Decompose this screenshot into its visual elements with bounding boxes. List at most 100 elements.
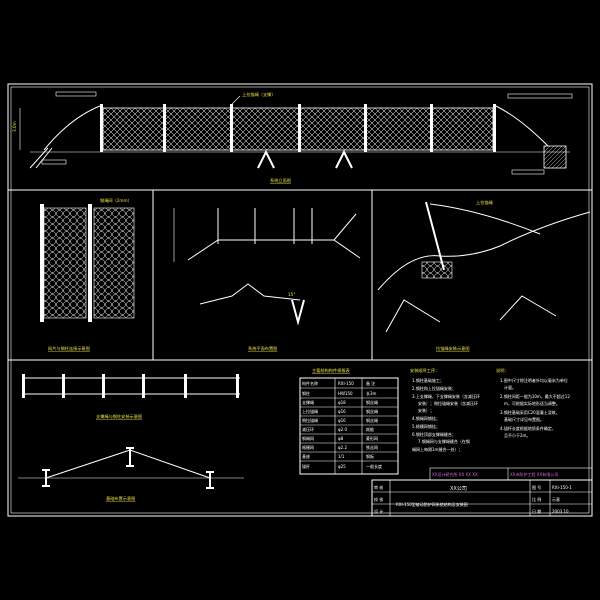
component-table-title: 主要结构构件规格表 [312,367,351,374]
title-block-right-value: RXI-150-1 [552,485,572,490]
component-table-cell: 支撑绳 [302,399,314,405]
elevation-top-label: 上拉锚绳（支撑） [242,91,276,98]
title-block-right-label: 日 期 [532,508,541,514]
title-block-row-label: 审 核 [374,484,383,490]
elevation-title: 系统立面图 [270,177,291,184]
component-table-cell: 基座 [302,453,310,459]
notes-line: 4.锚杆长度根据地质条件确定， [500,425,556,431]
component-table-cell: 格栅网 [302,444,314,450]
drawing-frame-outer [7,83,593,517]
elevation-posts [100,104,496,152]
elevation-rock-block [543,145,567,169]
title-block-right-info: XX市防护工程 XX有限公司 [510,471,558,477]
mesh-detail-rings-right [93,207,135,319]
company-name: XX公司 [450,486,467,492]
ground-post-mid [126,447,134,467]
installation-step: 1.钢柱基础施工； [412,377,444,383]
title-block-left-info: XX设计研究所 XX XX XX [432,471,478,477]
plan-anchor-right [333,213,357,241]
component-table-cell: 侧拉锚绳 [302,417,318,423]
component-table-cell: φ2.2 [338,445,347,450]
plan-title: 系统平面布置图 [248,345,277,352]
plan-angle: 15° [288,292,295,297]
notes-line: 1.图中尺寸除注明者外均以毫米为单位 [500,377,568,383]
component-table-header: 备 注 [366,380,375,386]
title-block-right-label: 比 例 [532,496,541,502]
component-table-cell: 钢柱 [302,390,310,396]
installation-steps: 安装顺序工序： 1.钢柱基础施工； 2.钢柱和上拉锚绳安装； 3.上支撑绳、下支… [410,367,480,452]
anchor-slope-profile [377,211,591,291]
notes-line: 基础尺寸详见布置图。 [504,416,544,422]
elevation-label-box-3 [41,159,67,165]
mesh-detail-view: 钢绳网（2mm） 网片与钢柱连接示意图 [40,197,135,352]
section-view: 支撑绳与钢柱安装示意图 [22,374,240,420]
component-table-cell: HW150 [338,391,353,396]
anchor-lower-slope-right [499,295,557,321]
component-table-frame [299,377,399,475]
ground-post-left [42,469,50,487]
component-table-header: 构件名称 [302,380,318,386]
ground-title: 基础布置示意图 [106,495,135,502]
component-table-cell: φ8 [338,436,344,441]
anchor-base-block [421,261,453,279]
installation-step: 4.钢绳网铺挂； [412,415,440,421]
installation-step: 安装）；侧拉锚绳安装（含减压环 [418,400,478,406]
mesh-detail-title: 网片与钢柱连接示意图 [48,345,90,352]
component-table-cell: 1/1 [338,454,345,459]
notes: 说明： 1.图中尺寸除注明者外均以毫米为单位 计量。 2.钢柱间距一般为10m，… [496,367,570,438]
section-title: 支撑绳与钢柱安装示意图 [96,413,142,420]
mesh-detail-rings-left [43,207,87,319]
anchor-detail-view: 上拉锚绳 拉锚绳安装示意图 [377,199,591,352]
mesh-detail-post-mid [88,204,92,322]
elevation-footing-v2 [335,149,353,169]
plan-view: 15° 系统平面布置图 [173,208,361,352]
component-table-cell: 钢绳网 [302,435,314,441]
installation-step: 5.格栅网铺挂； [412,423,440,429]
component-table-cell: 铁丝网 [366,444,378,450]
installation-step: 7.钢绳网与支撑绳缝合（在钢 [418,438,470,444]
plan-foundation [291,299,305,326]
elevation-top-leader [231,95,241,105]
component-table-cell: 锚杆 [302,463,310,469]
elevation-dim-text: 3.0m [12,121,17,132]
installation-title: 安装顺序工序： [410,367,439,374]
elevation-anchor-rope-left [43,105,101,151]
installation-step: 绳网上每隔1m缝合一处）； [412,446,462,452]
section-posts [22,374,239,398]
title-block-right-value: 示意 [552,496,560,502]
mesh-detail-post-left [40,204,44,322]
notes-line: 2.钢柱间距一般为10m，最大不超过12 [500,393,570,399]
component-table-cell: 钢丝绳 [366,417,378,423]
anchor-rope-upper [429,203,541,235]
notes-title: 说明： [496,367,509,374]
component-table-cell: φ2.0 [338,427,347,432]
installation-step: 6.钢柱顶部支撑绳缝合； [412,431,456,437]
plan-support-rope [187,239,361,261]
notes-line: 且不小于2m。 [504,432,530,438]
elevation-label-box-4 [511,169,545,175]
component-table-cell: 钢丝绳 [366,399,378,405]
elevation-label-box-2 [507,93,573,99]
component-table-cell: 减压环 [302,426,314,432]
component-table-cell: 菱形网 [366,435,378,441]
notes-line: m，可根据实际地形适当调整。 [504,400,560,406]
elevation-view: 上拉锚绳（支撑） 3.0m 系统立面图 [12,91,573,184]
anchor-title: 拉锚绳安装示意图 [436,345,470,352]
notes-line: 3.钢柱基础采用C20混凝土浇筑， [500,409,560,415]
component-table-cell: 耗能 [366,426,374,432]
drawing-frame-inner [10,86,590,514]
installation-step: 安装）； [418,407,434,413]
ground-view: 基础布置示意图 [18,447,244,502]
elevation-anchor-rope-right [495,105,549,147]
drawing-title: RXI-150型被动防护网系统结构及安装图 [396,501,468,507]
title-block-right-label: 图 号 [532,484,541,490]
installation-step: 2.钢柱和上拉锚绳安装； [412,385,456,391]
title-block-row-label: 设 计 [374,508,383,514]
elevation-label-box-1 [55,91,97,97]
mesh-detail-label-top: 钢绳网（2mm） [100,197,132,204]
anchor-label-top: 上拉锚绳 [476,199,493,206]
component-table-cell: 上拉锚绳 [302,408,318,414]
notes-line: 计量。 [504,384,516,390]
component-table-cell: 钢板 [366,453,374,459]
